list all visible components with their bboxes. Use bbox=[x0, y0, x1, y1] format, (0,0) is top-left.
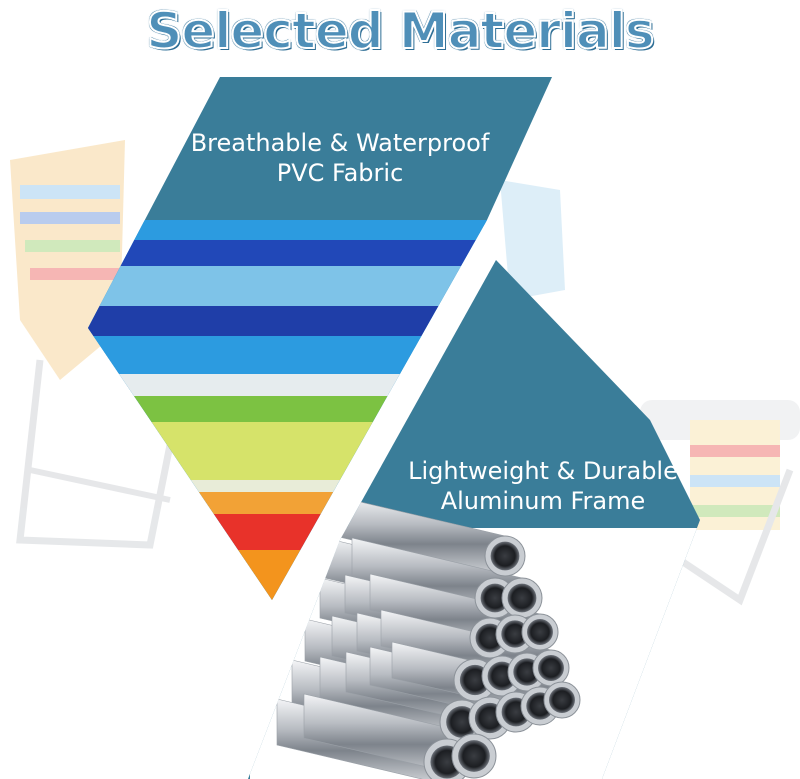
tube-opening bbox=[549, 687, 575, 713]
frame-panel bbox=[248, 260, 700, 779]
fabric-caption-line1: Breathable & Waterproof bbox=[190, 129, 490, 157]
tube-opening bbox=[527, 619, 553, 645]
tube-opening bbox=[538, 655, 564, 681]
frame-caption-line2: Aluminum Frame bbox=[440, 487, 646, 515]
tube-opening bbox=[458, 740, 490, 772]
tube-opening bbox=[507, 583, 537, 613]
background-chair-right bbox=[500, 180, 800, 606]
aluminum-tubes-stack bbox=[250, 495, 700, 779]
frame-caption: Lightweight & Durable Aluminum Frame bbox=[398, 456, 688, 516]
tube-opening bbox=[501, 620, 529, 648]
tube-opening bbox=[480, 583, 510, 613]
fabric-caption-line2: PVC Fabric bbox=[276, 159, 404, 187]
fabric-caption: Breathable & Waterproof PVC Fabric bbox=[190, 128, 490, 188]
tube-opening bbox=[490, 541, 520, 571]
frame-caption-line1: Lightweight & Durable bbox=[408, 457, 678, 485]
page-title: Selected Materials bbox=[145, 1, 655, 61]
